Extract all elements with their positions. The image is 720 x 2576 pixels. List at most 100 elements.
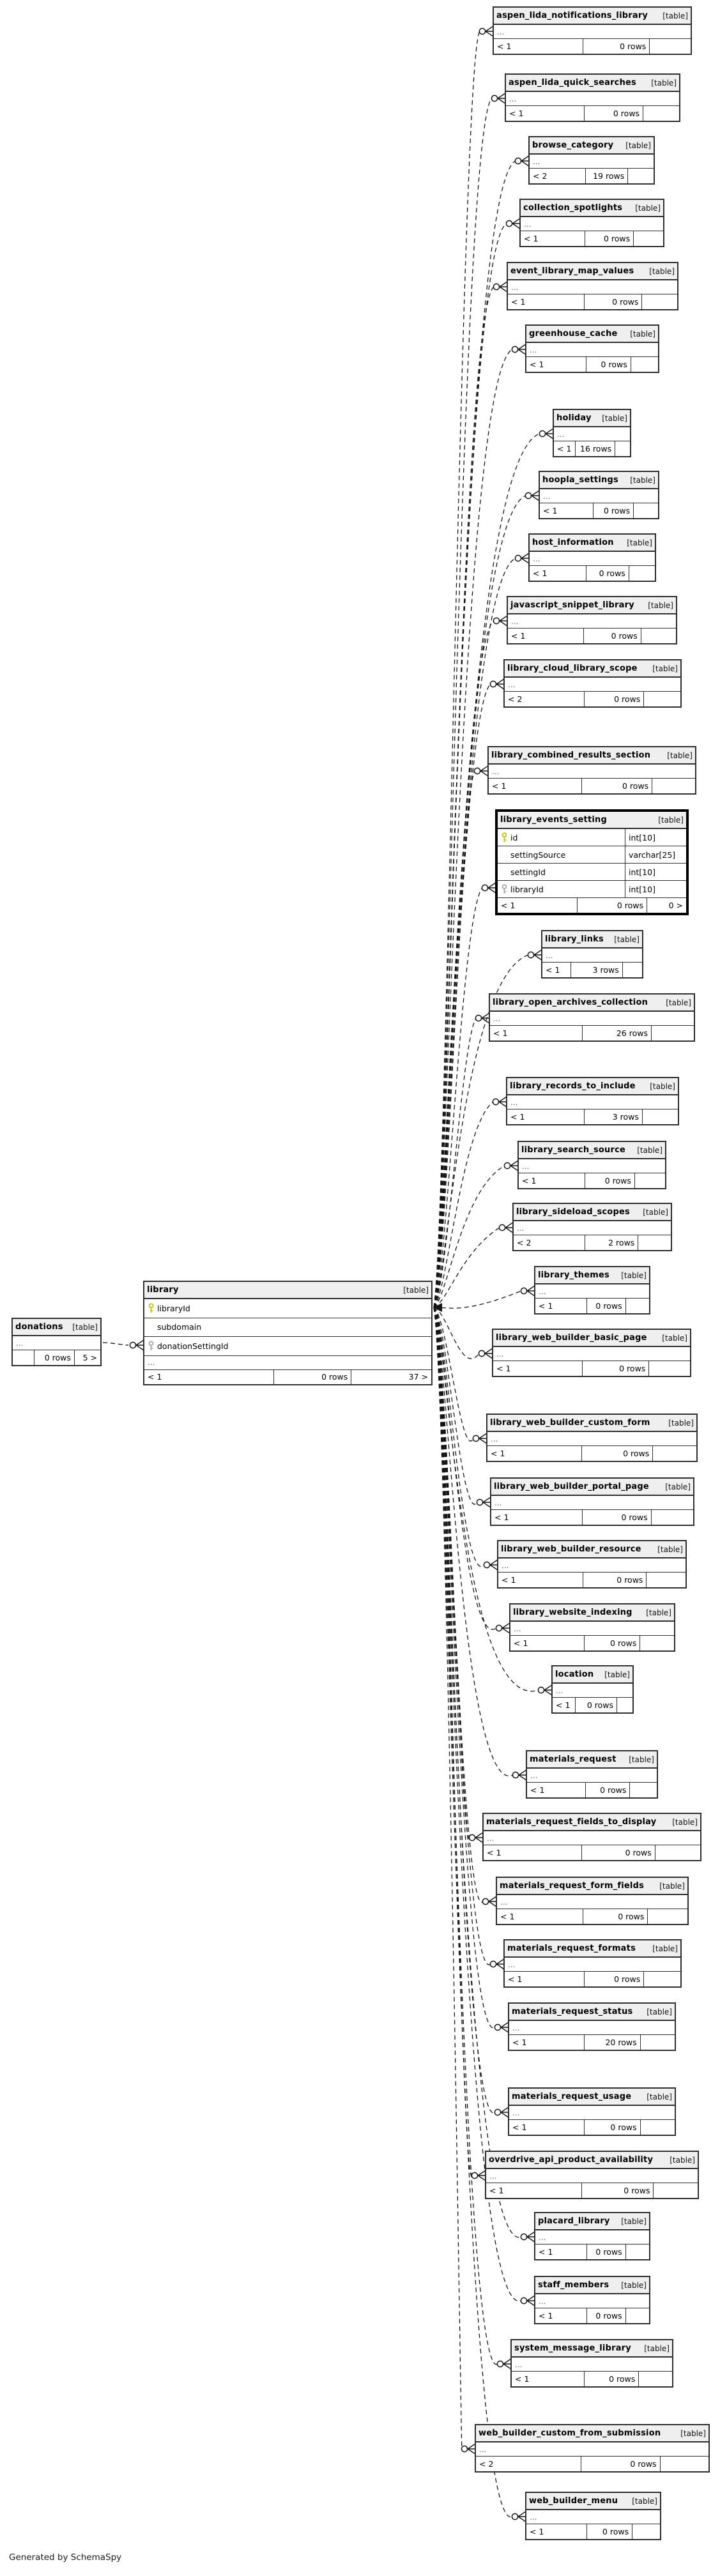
table-type-suffix: [table] bbox=[646, 1608, 671, 1617]
table-library_cloud_library_scope[interactable]: library_cloud_library_scope[table]...< 2… bbox=[503, 659, 682, 708]
relationship-line bbox=[433, 1290, 522, 1309]
footer-child-count bbox=[643, 692, 680, 706]
zero-or-more-circle bbox=[482, 1898, 489, 1905]
footer-parent-count: < 1 bbox=[512, 2122, 527, 2132]
footer-child-count bbox=[615, 441, 630, 456]
zero-or-more-circle bbox=[478, 1350, 486, 1357]
table-header: web_builder_menu[table] bbox=[526, 2493, 660, 2510]
zero-or-more-circle bbox=[483, 1561, 491, 1569]
footer-parent-count: < 1 bbox=[511, 296, 526, 307]
table-library_web_builder_portal_page[interactable]: library_web_builder_portal_page[table]..… bbox=[490, 1477, 694, 1526]
table-type-suffix: [table] bbox=[650, 1081, 675, 1091]
table-name: library_links bbox=[545, 934, 604, 944]
table-library_web_builder_resource[interactable]: library_web_builder_resource[table]...< … bbox=[497, 1540, 687, 1589]
footer-child-count bbox=[643, 106, 679, 121]
generator-credit: Generated by SchemaSpy bbox=[9, 2552, 122, 2563]
footer-row-count: 0 rows bbox=[585, 231, 633, 246]
relationship-connector-aspen_lida_quick_searches bbox=[433, 93, 506, 1308]
footer-row-count: 0 rows bbox=[583, 1909, 647, 1924]
relationship-line bbox=[433, 1307, 478, 1505]
zero-or-more-circle bbox=[491, 95, 498, 102]
table-overdrive_api_product_availability[interactable]: overdrive_api_product_availability[table… bbox=[485, 2151, 699, 2199]
footer-parent-count: < 1 bbox=[510, 1111, 525, 1122]
table-header: staff_members[table] bbox=[535, 2277, 649, 2294]
columns-ellipsis: ... bbox=[489, 765, 695, 779]
footer-row-count: 19 rows bbox=[585, 169, 627, 183]
table-materials_request_fields_to_display[interactable]: materials_request_fields_to_display[tabl… bbox=[482, 1813, 701, 1861]
footer-row-count: 26 rows bbox=[581, 1026, 651, 1040]
table-materials_request_form_fields[interactable]: materials_request_form_fields[table]...<… bbox=[496, 1877, 689, 1925]
table-aspen_lida_notifications_library[interactable]: aspen_lida_notifications_library[table].… bbox=[493, 6, 692, 55]
zero-or-more-circle bbox=[520, 2297, 528, 2305]
column-row: libraryId bbox=[144, 1299, 431, 1318]
relationship-line bbox=[433, 1307, 470, 1839]
table-type-suffix: [table] bbox=[621, 2216, 647, 2226]
table-library_open_archives_collection[interactable]: library_open_archives_collection[table].… bbox=[489, 993, 695, 1042]
column-name: subdomain bbox=[157, 1322, 202, 1332]
footer-row-count: 2 rows bbox=[584, 1235, 638, 1250]
table-type-suffix: [table] bbox=[652, 664, 678, 673]
zero-or-more-circle bbox=[129, 1341, 137, 1349]
footer-row-count: 0 rows bbox=[584, 1636, 640, 1650]
zero-or-more-circle bbox=[512, 1771, 519, 1779]
footer-child-count bbox=[650, 1510, 693, 1525]
table-library_combined_results_section[interactable]: library_combined_results_section[table].… bbox=[487, 746, 696, 795]
table-header: library_combined_results_section[table] bbox=[489, 747, 695, 765]
table-type-suffix: [table] bbox=[652, 1944, 678, 1953]
table-library_web_builder_custom_form[interactable]: library_web_builder_custom_form[table]..… bbox=[486, 1414, 698, 1462]
table-web_builder_custom_from_submission[interactable]: web_builder_custom_from_submission[table… bbox=[475, 2424, 710, 2473]
columns-ellipsis: ... bbox=[494, 25, 691, 39]
relationship-connector-materials_request_formats bbox=[433, 1307, 505, 1970]
zero-or-more-circle bbox=[505, 220, 513, 227]
column-name: settingSource bbox=[510, 850, 566, 860]
table-type-suffix: [table] bbox=[602, 413, 627, 423]
table-name: overdrive_api_product_availability bbox=[489, 2155, 654, 2165]
columns-ellipsis: ... bbox=[493, 1347, 690, 1361]
table-name: collection_spotlights bbox=[523, 203, 623, 213]
footer-parent-count: < 1 bbox=[493, 1028, 508, 1038]
table-name: materials_request_form_fields bbox=[500, 1881, 645, 1891]
zero-or-more-circle bbox=[495, 1624, 503, 1632]
columns-ellipsis: ... bbox=[509, 2021, 675, 2035]
table-header: materials_request_form_fields[table] bbox=[497, 1878, 687, 1895]
table-header: event_library_map_values[table] bbox=[508, 263, 677, 280]
table-library_web_builder_basic_page[interactable]: library_web_builder_basic_page[table]...… bbox=[492, 1329, 691, 1377]
relationship-line bbox=[433, 31, 480, 1308]
table-name: materials_request bbox=[530, 1755, 617, 1764]
footer-parent-count: < 1 bbox=[530, 359, 544, 369]
table-type-suffix: [table] bbox=[658, 815, 684, 825]
zero-or-more-circle bbox=[520, 2233, 528, 2241]
footer-parent-count: < 1 bbox=[533, 568, 548, 578]
